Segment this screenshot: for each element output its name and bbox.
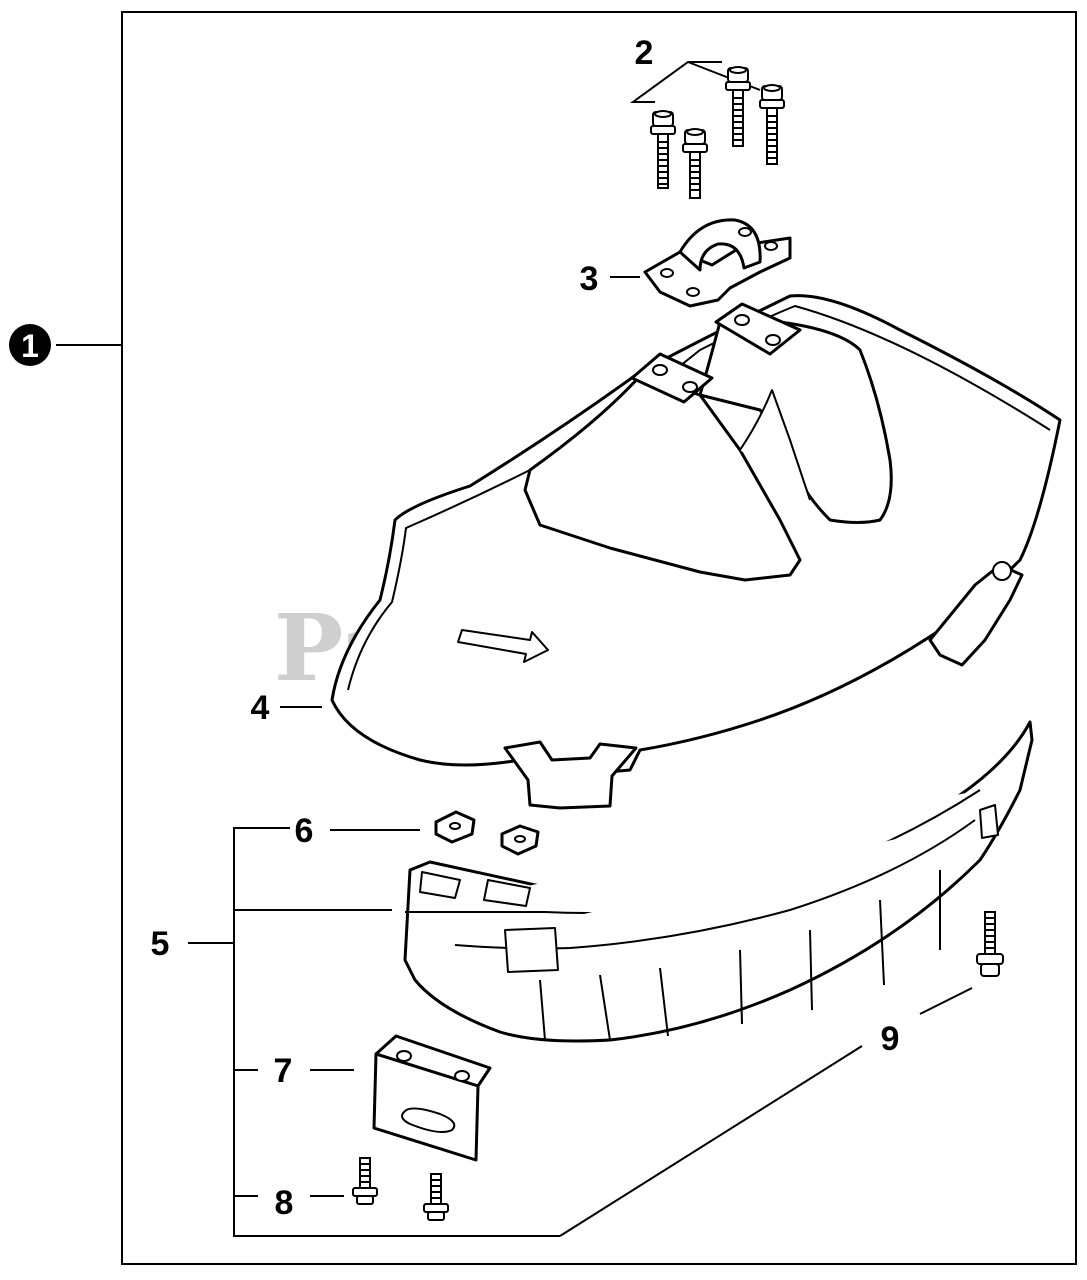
upper-guard xyxy=(330,294,1062,810)
screw-icon xyxy=(650,110,676,189)
screw-icon xyxy=(759,84,785,165)
screw-icon xyxy=(725,66,751,147)
callout-4[interactable]: 4 xyxy=(251,689,322,727)
callout-9-leader xyxy=(919,987,973,1015)
nut-icon xyxy=(434,810,476,844)
plate-bracket xyxy=(372,1034,492,1162)
callout-3[interactable]: 3 xyxy=(580,260,640,298)
callout-8[interactable]: 8 xyxy=(234,1184,344,1222)
callout-2-leader xyxy=(629,61,722,103)
callout-9-leader-long xyxy=(559,1045,863,1237)
bolt-icon xyxy=(423,1173,449,1221)
callout-4-label: 4 xyxy=(251,689,270,727)
callout-1-circle xyxy=(9,324,51,366)
direction-arrow-icon xyxy=(457,629,549,663)
callout-3-label: 3 xyxy=(580,260,599,298)
screw-icon xyxy=(976,911,1004,977)
screw-set xyxy=(650,66,785,199)
lower-guard xyxy=(403,720,1034,1043)
callout-5-bracket xyxy=(233,827,560,1237)
screw-icon xyxy=(682,128,708,199)
callout-9-label: 9 xyxy=(881,1020,900,1058)
clamp-bracket xyxy=(643,218,792,308)
callout-5-label: 5 xyxy=(151,925,170,963)
bolt-icon xyxy=(352,1157,378,1205)
callout-7[interactable]: 7 xyxy=(234,1052,354,1090)
callout-9[interactable]: 9 xyxy=(559,987,973,1237)
callout-6[interactable]: 6 xyxy=(295,812,420,850)
callout-8-label: 8 xyxy=(275,1184,294,1222)
callout-1-label: 1 xyxy=(21,328,39,364)
callout-2-label: 2 xyxy=(635,34,654,72)
nut-icon xyxy=(500,824,540,856)
diagram-frame xyxy=(121,11,1077,1265)
callout-5[interactable]: 5 xyxy=(151,827,560,1237)
callout-1[interactable]: 1 xyxy=(9,324,122,366)
callout-7-label: 7 xyxy=(274,1052,293,1090)
callout-6-label: 6 xyxy=(295,812,314,850)
